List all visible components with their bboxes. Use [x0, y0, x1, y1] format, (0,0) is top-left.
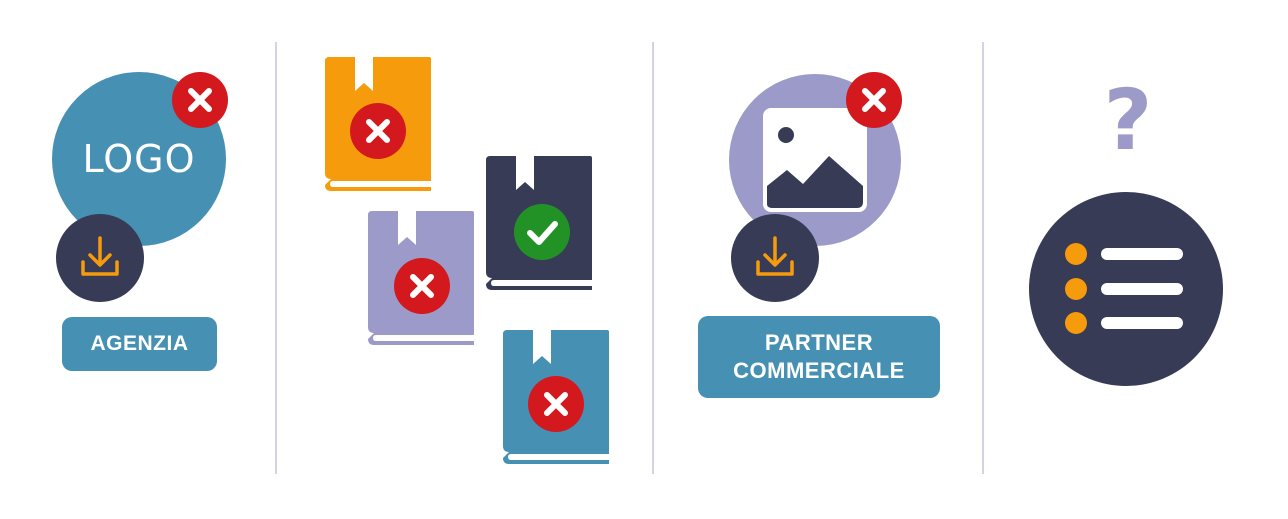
close-icon [394, 258, 450, 314]
logo-text: LOGO [82, 137, 196, 181]
agenzia-label: AGENZIA [62, 317, 217, 371]
partner-label-line2: COMMERCIALE [733, 358, 905, 383]
list-icon [1029, 192, 1223, 386]
agenzia-label-text: AGENZIA [90, 332, 189, 355]
divider [652, 42, 654, 474]
divider [982, 42, 984, 474]
divider [275, 42, 277, 474]
download-icon[interactable] [56, 214, 144, 302]
bookmark-icon [355, 57, 373, 91]
image-icon [763, 108, 867, 212]
partner-label: PARTNER COMMERCIALE [698, 316, 940, 398]
close-icon [350, 103, 406, 159]
download-icon[interactable] [731, 214, 819, 302]
close-icon [846, 72, 902, 128]
book-lavender [368, 211, 476, 350]
bookmark-icon [398, 211, 416, 245]
bookmark-icon [516, 156, 534, 190]
bookmark-icon [533, 330, 551, 364]
book-orange [325, 57, 433, 196]
close-icon [172, 72, 228, 128]
question-mark-text: ? [1103, 71, 1153, 169]
check-icon [514, 204, 570, 260]
question-mark-icon: ? [1096, 74, 1160, 166]
close-icon [528, 376, 584, 432]
book-blue [503, 330, 611, 469]
partner-label-line1: PARTNER [764, 330, 874, 355]
book-navy [486, 156, 594, 295]
